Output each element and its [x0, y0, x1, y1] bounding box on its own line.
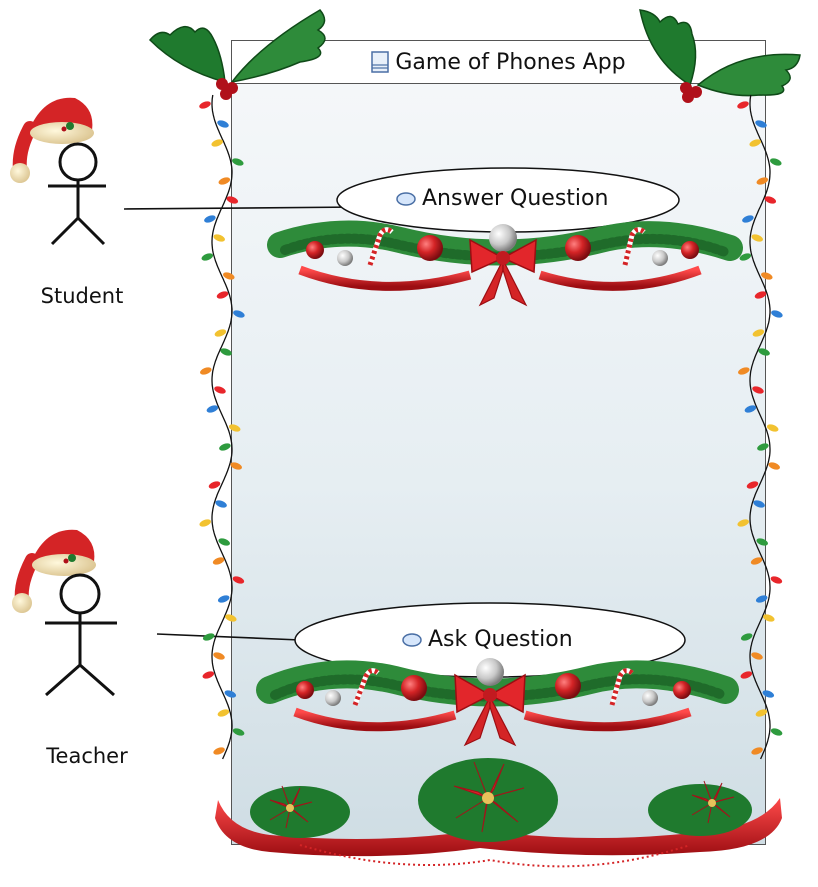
holly-decoration-right [639, 9, 801, 103]
light-bulb [208, 481, 221, 489]
light-bulb [744, 405, 757, 413]
light-bulb [737, 101, 749, 109]
stick-figure-icon [59, 573, 101, 615]
light-bulb [740, 633, 753, 641]
actor-teacher-label: Teacher [46, 744, 128, 768]
string-lights-left [199, 94, 245, 760]
light-bulb [216, 291, 229, 299]
light-bulb [232, 728, 245, 736]
light-bulb [751, 747, 763, 755]
light-bulb [226, 196, 239, 204]
poinsettia-garland-bottom [215, 758, 782, 868]
light-bulb [766, 424, 779, 432]
light-bulb [756, 177, 769, 185]
light-bulb [754, 291, 767, 299]
light-bulb [201, 253, 214, 261]
light-bulb [214, 329, 227, 337]
light-bulb [763, 614, 775, 622]
light-bulb [213, 747, 225, 755]
light-bulb [770, 728, 783, 736]
light-bulb [232, 576, 245, 584]
light-bulb [755, 595, 768, 603]
light-bulb [751, 234, 763, 242]
association-teacher-ask [156, 633, 301, 641]
light-bulb [215, 500, 227, 508]
light-bulb [220, 348, 232, 356]
light-bulb [738, 367, 750, 375]
light-bulb [199, 101, 211, 109]
light-bulb [200, 367, 212, 375]
light-bulb [219, 443, 231, 451]
light-bulb [225, 614, 237, 622]
light-bulb [742, 215, 754, 223]
light-bulb [217, 120, 229, 128]
light-bulb [204, 215, 216, 223]
actor-teacher [12, 529, 117, 697]
light-bulb [749, 139, 761, 147]
light-bulb [206, 405, 219, 413]
light-wire [211, 94, 233, 760]
light-bulb [770, 158, 782, 166]
light-bulb [223, 272, 235, 280]
light-bulb [755, 709, 768, 717]
light-bulb [752, 329, 765, 337]
holly-decoration-left [148, 9, 326, 100]
light-bulb [211, 139, 223, 147]
stick-figure-icon [58, 142, 98, 182]
light-bulb [762, 690, 775, 698]
light-bulb [752, 386, 764, 394]
light-bulb [757, 443, 769, 451]
light-bulb [764, 196, 777, 204]
actor-student-label: Student [40, 284, 124, 308]
light-bulb [213, 652, 225, 660]
use-case-ask-label: Ask Question [428, 627, 573, 652]
light-bulb [768, 462, 780, 470]
light-bulb [746, 481, 759, 489]
use-case-answer[interactable]: Answer Question [396, 186, 608, 211]
garland-decoration-top [267, 220, 743, 307]
santa-hat-icon [12, 529, 96, 613]
light-bulb [212, 557, 225, 565]
light-bulb [750, 557, 763, 565]
light-bulb [202, 671, 215, 679]
use-case-icon [402, 632, 422, 647]
boundary-title: Game of Phones App [395, 49, 626, 75]
light-bulb [228, 424, 241, 432]
light-bulb [761, 272, 773, 280]
light-bulb [740, 671, 753, 679]
light-bulb [230, 462, 242, 470]
light-bulb [202, 633, 215, 641]
light-bulb [218, 177, 231, 185]
use-case-answer-label: Answer Question [422, 186, 609, 211]
light-bulb [751, 652, 763, 660]
light-bulb [224, 690, 237, 698]
use-case-icon [396, 191, 416, 206]
light-bulb [739, 253, 752, 261]
light-bulb [214, 386, 226, 394]
light-bulb [217, 709, 230, 717]
light-wire [749, 94, 771, 760]
light-bulb [233, 310, 245, 318]
garland-decoration-middle [256, 658, 739, 747]
light-bulb [770, 576, 783, 584]
light-bulb [755, 120, 767, 128]
light-bulb [199, 519, 211, 527]
light-bulb [758, 348, 770, 356]
light-bulb [218, 538, 230, 546]
use-case-ask[interactable]: Ask Question [402, 627, 573, 652]
association-student-answer [123, 206, 361, 210]
light-bulb [771, 310, 783, 318]
system-boundary-icon [371, 51, 390, 73]
light-bulb [737, 519, 749, 527]
string-lights-right [737, 94, 783, 760]
light-bulb [232, 158, 244, 166]
light-bulb [756, 538, 768, 546]
light-bulb [217, 595, 230, 603]
santa-hat-icon [10, 97, 94, 183]
light-bulb [213, 234, 225, 242]
light-bulb [753, 500, 765, 508]
actor-student [10, 97, 106, 246]
